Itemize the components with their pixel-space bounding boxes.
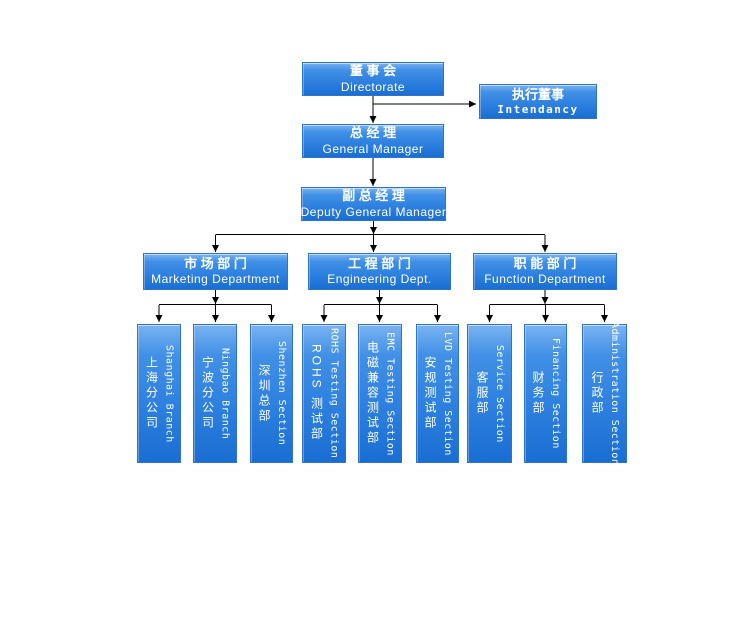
node-label-zh: 安规测试部	[423, 356, 437, 431]
org-node-function-department: 职 能 部 门 Function Department	[473, 253, 617, 290]
vertical-text-wrap: 安规测试部 LVD Testing Section	[417, 325, 458, 462]
node-label-en: Administration Section	[609, 321, 620, 466]
node-label-en: Deputy General Manager	[300, 204, 447, 219]
vertical-text-wrap: 客服部 Service Section	[468, 325, 511, 462]
node-label-en: Marketing Department	[151, 272, 280, 287]
vertical-text-wrap: 财务部 Financing Section	[525, 325, 566, 462]
org-node-emc-testing-section: 电磁兼容测试部 EMC Testing Section	[358, 324, 402, 463]
node-label-en: Shanghai Branch	[163, 344, 175, 443]
vertical-text-wrap: 上海分公司 Shanghai Branch	[138, 325, 180, 462]
node-label-en: Engineering Dept.	[327, 272, 432, 287]
org-node-administration-section: 行政部 Administration Section	[582, 321, 627, 466]
vertical-text-wrap: 宁波分公司 Ningbao Branch	[194, 325, 236, 462]
vertical-text-wrap: ROHS 测试部 ROHS Testing Section	[303, 325, 345, 462]
node-label-en: Directorate	[340, 79, 406, 94]
node-label-zh: 电磁兼容测试部	[365, 341, 380, 446]
org-node-engineering-dept: 工 程 部 门 Engineering Dept.	[308, 253, 451, 290]
vertical-text-wrap: 行政部 Administration Section	[583, 321, 626, 466]
node-label-zh: 上海分公司	[144, 356, 159, 431]
node-label-zh: 行政部	[590, 371, 604, 416]
vertical-text-wrap: 深圳总部 Shenzhen Section	[251, 325, 292, 462]
vertical-text-wrap: 电磁兼容测试部 EMC Testing Section	[359, 325, 401, 462]
node-label-zh: 董 事 会	[349, 63, 397, 79]
node-label-zh: 深圳总部	[257, 363, 271, 424]
org-node-general-manager: 总 经 理 General Manager	[302, 124, 444, 158]
node-label-zh: 总 经 理	[349, 125, 397, 141]
org-node-ningbao-branch: 宁波分公司 Ningbao Branch	[193, 324, 237, 463]
node-label-zh: 副 总 经 理	[342, 188, 405, 204]
node-label-zh: ROHS 测试部	[309, 344, 324, 443]
node-label-zh: 宁波分公司	[200, 356, 215, 431]
node-label-zh: 财务部	[531, 371, 545, 416]
node-label-en: Intendancy	[497, 102, 579, 116]
org-node-directorate: 董 事 会 Directorate	[302, 62, 444, 96]
node-label-en: Service Section	[494, 344, 505, 443]
node-label-zh: 市 场 部 门	[184, 255, 247, 271]
org-node-financing-section: 财务部 Financing Section	[524, 324, 567, 463]
node-label-zh: 职 能 部 门	[513, 255, 577, 271]
org-node-rohs-testing-section: ROHS 测试部 ROHS Testing Section	[302, 324, 346, 463]
node-label-en: ROHS Testing Section	[328, 328, 340, 459]
node-label-en: Shenzhen Section	[276, 341, 287, 446]
connector-group	[155, 96, 608, 322]
org-node-service-section: 客服部 Service Section	[467, 324, 512, 463]
node-label-en: LVD Testing Section	[442, 331, 453, 456]
node-label-en: Function Department	[484, 272, 606, 287]
node-label-en: Ningbao Branch	[219, 347, 231, 440]
org-node-shanghai-branch: 上海分公司 Shanghai Branch	[137, 324, 181, 463]
node-label-en: Financing Section	[550, 338, 561, 449]
org-node-lvd-testing-section: 安规测试部 LVD Testing Section	[416, 324, 459, 463]
node-label-zh: 执行董事	[511, 86, 564, 102]
org-node-intendancy: 执行董事 Intendancy	[479, 84, 597, 119]
node-label-en: EMC Testing Section	[384, 331, 396, 456]
node-label-zh: 工 程 部 门	[348, 255, 411, 271]
node-label-zh: 客服部	[475, 371, 489, 416]
org-node-shenzhen-section: 深圳总部 Shenzhen Section	[250, 324, 293, 463]
org-node-marketing-department: 市 场 部 门 Marketing Department	[143, 253, 288, 290]
node-label-en: General Manager	[322, 141, 424, 156]
org-node-deputy-general-manager: 副 总 经 理 Deputy General Manager	[301, 187, 446, 221]
